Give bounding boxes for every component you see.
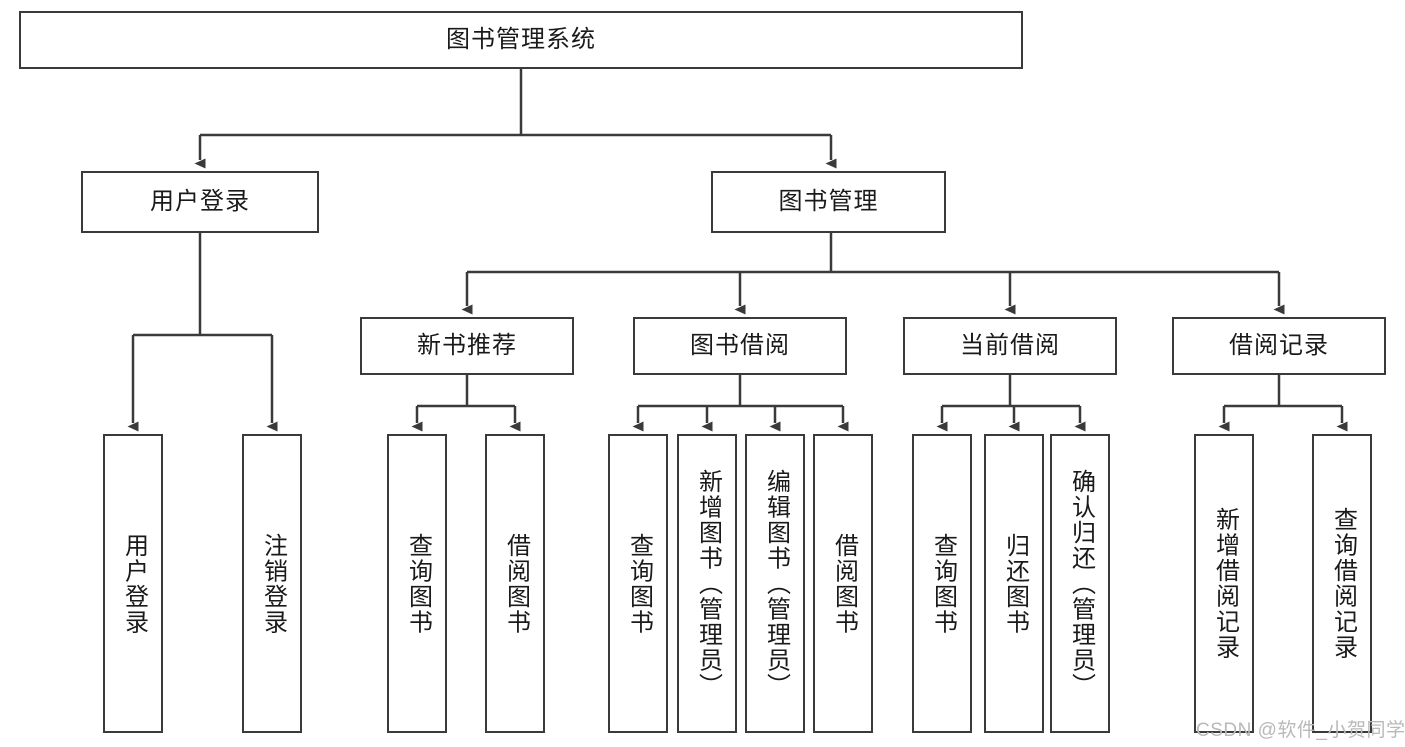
leaf-query-record-label: 查询借阅记录 [1329, 507, 1357, 660]
node-borrow-record[interactable]: 借阅记录 [1172, 317, 1386, 375]
leaf-query-book-rec-label: 查询图书 [404, 532, 432, 635]
leaf-add-book-label: 新增图书（管理员） [694, 468, 722, 699]
node-book-manage-label: 图书管理 [778, 187, 879, 215]
leaf-confirm-return[interactable]: 确认归还（管理员） [1050, 434, 1110, 733]
leaf-borrow-book-rec[interactable]: 借阅图书 [485, 434, 545, 733]
leaf-query-record[interactable]: 查询借阅记录 [1312, 434, 1372, 733]
leaf-query-book-cur-label: 查询图书 [929, 532, 957, 635]
watermark-text: CSDN @软件_小贺同学 [1196, 720, 1405, 741]
node-user-login-label: 用户登录 [150, 187, 250, 215]
node-new-book-rec-label: 新书推荐 [417, 331, 517, 359]
node-current-borrow[interactable]: 当前借阅 [903, 317, 1117, 375]
leaf-confirm-return-label: 确认归还（管理员） [1067, 468, 1095, 699]
leaf-borrow-book-label: 借阅图书 [830, 532, 858, 635]
node-current-borrow-label: 当前借阅 [960, 331, 1060, 359]
leaf-borrow-book-rec-label: 借阅图书 [502, 532, 530, 635]
leaf-user-login[interactable]: 用户登录 [103, 434, 163, 733]
node-book-borrow[interactable]: 图书借阅 [633, 317, 847, 375]
leaf-query-book[interactable]: 查询图书 [608, 434, 668, 733]
leaf-return-book-label: 归还图书 [1001, 532, 1029, 635]
node-root[interactable]: 图书管理系统 [19, 11, 1023, 69]
leaf-query-book-label: 查询图书 [625, 532, 653, 635]
leaf-user-logout[interactable]: 注销登录 [242, 434, 302, 733]
leaf-user-login-label: 用户登录 [120, 532, 148, 635]
leaf-query-book-rec[interactable]: 查询图书 [387, 434, 447, 733]
leaf-query-book-cur[interactable]: 查询图书 [912, 434, 972, 733]
leaf-edit-book[interactable]: 编辑图书（管理员） [745, 434, 805, 733]
leaf-borrow-book[interactable]: 借阅图书 [813, 434, 873, 733]
node-root-label: 图书管理系统 [446, 25, 596, 53]
node-book-borrow-label: 图书借阅 [690, 331, 790, 359]
leaf-user-logout-label: 注销登录 [259, 532, 287, 635]
node-new-book-rec[interactable]: 新书推荐 [360, 317, 574, 375]
leaf-add-record[interactable]: 新增借阅记录 [1194, 434, 1254, 733]
leaf-add-book[interactable]: 新增图书（管理员） [677, 434, 737, 733]
node-borrow-record-label: 借阅记录 [1229, 331, 1329, 359]
leaf-return-book[interactable]: 归还图书 [984, 434, 1044, 733]
leaf-add-record-label: 新增借阅记录 [1211, 507, 1239, 660]
node-user-login[interactable]: 用户登录 [81, 171, 319, 233]
node-book-manage[interactable]: 图书管理 [711, 171, 946, 233]
leaf-edit-book-label: 编辑图书（管理员） [762, 468, 790, 699]
